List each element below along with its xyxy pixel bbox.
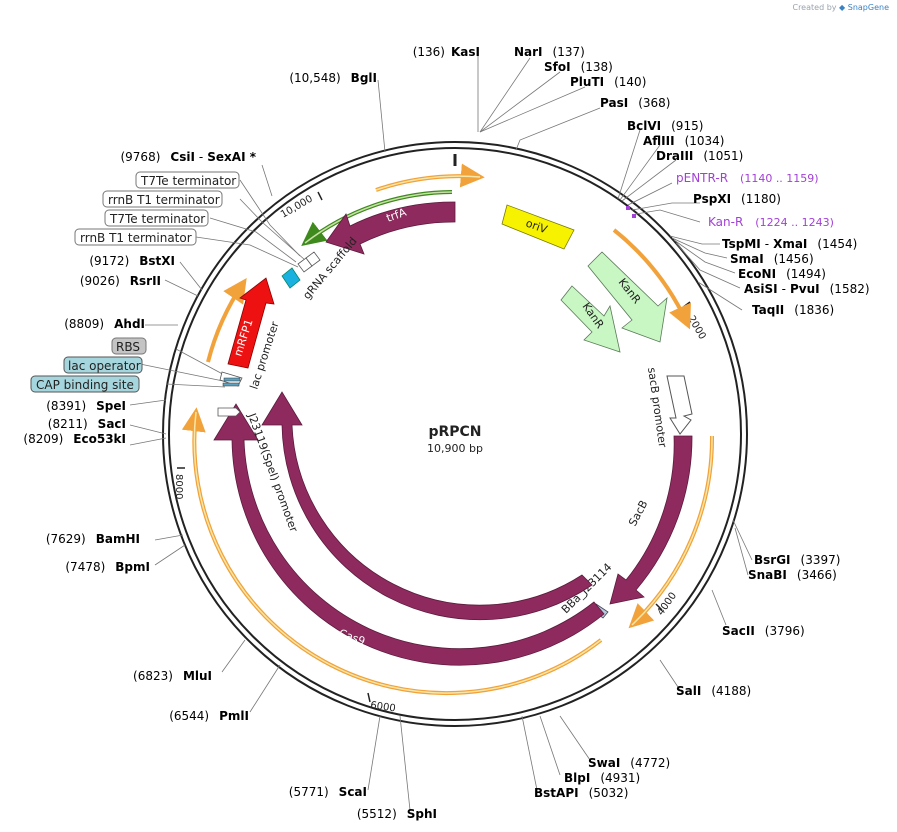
primer-kan-r: Kan-R(1224 .. 1243) — [708, 215, 834, 229]
tick-mark — [367, 692, 371, 703]
feature-cas9-inner — [261, 391, 593, 621]
site-sacii: SacII(3796) — [722, 624, 805, 638]
orf-arc-right-upper — [612, 228, 691, 330]
site-rsrii: (9026)RsrII — [80, 274, 161, 288]
site-spei: (8391)SpeI — [46, 399, 126, 413]
credit-brand: SnapGene — [847, 3, 889, 12]
orf-arc-left — [206, 278, 247, 363]
terminator-mark — [305, 251, 321, 267]
box-lac-operator — [63, 356, 143, 374]
site-econi: EcoNI(1494) — [738, 267, 826, 281]
site-bamhi: (7629)BamHI — [46, 532, 140, 546]
box-cap-binding-site — [30, 375, 140, 393]
feature-oriV — [501, 204, 575, 250]
site-bstapi: BstAPI(5032) — [534, 786, 628, 800]
site-pluti: PluTI(140) — [570, 75, 646, 89]
site-connector-lines — [129, 56, 753, 811]
box-label: CAP binding site — [36, 378, 134, 392]
tick-mark — [681, 301, 691, 309]
primer-mark — [632, 214, 636, 218]
box-label: rrnB T1 terminator — [108, 193, 220, 207]
box-label: RBS — [116, 340, 140, 354]
site-sphi: (5512)SphI — [357, 807, 437, 821]
site-blpi: BlpI(4931) — [564, 771, 640, 785]
feature-mRFP1 — [227, 277, 275, 369]
site-taqii: TaqII(1836) — [752, 303, 834, 317]
feature-cas9-outer — [213, 403, 605, 666]
feature-trfA — [325, 201, 456, 255]
primer-pentr-r: pENTR-R(1140 .. 1159) — [676, 171, 819, 185]
orf-arc-green-inner — [304, 191, 453, 244]
feature-label: sacB promoter — [645, 367, 669, 449]
box-rrnb-1 — [102, 190, 223, 208]
box-t7te-2 — [104, 209, 209, 227]
snapgene-credit: Created by ◆ SnapGene — [792, 3, 889, 12]
site-snabi: SnaBI(3466) — [748, 568, 837, 582]
site-mlui: (6823)MluI — [133, 669, 212, 683]
site-smai: SmaI(1456) — [730, 252, 814, 266]
lac-operator-mark — [223, 377, 241, 382]
site-bpmi: (7478)BpmI — [65, 560, 150, 574]
site-afliii: AflIII(1034) — [643, 134, 724, 148]
orf-arc-right-lower-inner — [631, 435, 713, 626]
site-saci: (8211)SacI — [48, 417, 126, 431]
site-tspmi: TspMI-XmaI(1454) — [722, 237, 857, 251]
feature-j23119-arrow — [217, 407, 241, 417]
box-t7te-1 — [135, 171, 240, 189]
feature-gRNA-scaffold — [281, 267, 301, 289]
site-labels: (136)KasI NarI(137) SfoI(138) PluTI(140)… — [23, 45, 869, 821]
tick-label: 2000 — [685, 314, 707, 342]
site-scai: (5771)ScaI — [289, 785, 367, 799]
site-nari: NarI(137) — [514, 45, 585, 59]
plasmid-size: 10,900 bp — [427, 442, 483, 455]
box-label: T7Te terminator — [140, 174, 236, 188]
site-csii: (9768)CsiI-SexAI * — [120, 150, 256, 164]
site-bclvi: BclVI(915) — [627, 119, 703, 133]
feature-sacB — [609, 435, 693, 605]
credit-prefix: Created by — [792, 3, 837, 12]
site-swai: SwaI(4772) — [588, 756, 670, 770]
site-pasi: PasI(368) — [600, 96, 670, 110]
site-pmli: (6544)PmlI — [169, 709, 249, 723]
box-rrnb-2 — [74, 228, 197, 246]
tick-label: 8000 — [173, 474, 184, 499]
box-label: rrnB T1 terminator — [80, 231, 192, 245]
site-bgli: (10,548)BglI — [289, 71, 377, 85]
orf-arc-top-inner — [375, 175, 481, 191]
site-asisi: AsiSI-PvuI(1582) — [744, 282, 870, 296]
box-label: T7Te terminator — [109, 212, 205, 226]
site-sfoi: SfoI(138) — [544, 60, 613, 74]
tick-mark — [655, 603, 663, 611]
site-eco53ki: (8209)Eco53kI — [23, 432, 126, 446]
feature-boxes: T7Te terminator rrnB T1 terminator T7Te … — [30, 171, 240, 393]
feature-kanR-2 — [560, 285, 621, 353]
plasmid-name: pRPCN — [428, 424, 481, 440]
feature-kanR-1 — [587, 251, 668, 343]
site-bstxi: (9172)BstXI — [89, 254, 175, 268]
primer-marks — [626, 206, 636, 218]
site-ahdi: (8809)AhdI — [64, 317, 145, 331]
site-kasi: (136)KasI — [413, 45, 480, 59]
orf-arcs — [181, 163, 715, 696]
tick-label: 6000 — [370, 700, 397, 714]
feature-sacB-promoter — [666, 375, 693, 435]
orf-arc-bottom-inner — [193, 411, 602, 694]
site-bsrgi: BsrGI(3397) — [754, 553, 840, 567]
snapgene-logo-icon: ◆ — [839, 3, 846, 12]
cap-site-mark — [222, 382, 240, 387]
primer-mark — [626, 206, 630, 210]
feature-label: SacB — [626, 498, 650, 528]
backbone-inner-circle — [168, 147, 742, 721]
box-label: lac operator — [68, 359, 141, 373]
site-pspxi: PspXI(1180) — [693, 192, 781, 206]
backbone-outer-circle — [162, 141, 748, 727]
box-rbs — [111, 337, 147, 355]
tick-mark — [317, 191, 323, 201]
site-sali: SalI(4188) — [676, 684, 751, 698]
site-draiii: DraIII(1051) — [656, 149, 743, 163]
